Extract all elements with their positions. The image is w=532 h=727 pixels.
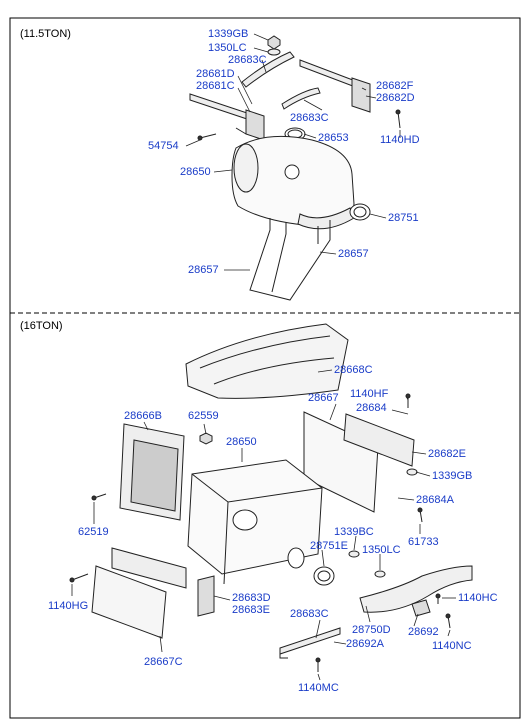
part-label: 1339BC xyxy=(334,526,374,538)
part-label: 1140HC xyxy=(458,592,498,604)
part-label: 1140HF xyxy=(350,388,389,400)
part-label: 1140HD xyxy=(380,134,420,146)
part-label: 28682E xyxy=(428,448,466,460)
part-label: 28684 xyxy=(356,402,387,414)
part-label: 28668C xyxy=(334,364,373,376)
part-label: 1339GB xyxy=(208,28,249,40)
part-label: 1350LC xyxy=(208,42,247,54)
part-label: 28750D xyxy=(352,624,391,636)
part-label: 1140NC xyxy=(432,640,472,652)
part-label: 28657 xyxy=(188,264,219,276)
part-label: 28681D xyxy=(196,68,235,80)
part-label: 62519 xyxy=(78,526,109,538)
part-label: 1140HG xyxy=(48,600,89,612)
part-label: 28683C xyxy=(228,54,267,66)
part-label: 28667C xyxy=(144,656,183,668)
part-label: 61733 xyxy=(408,536,439,548)
part-label: 28681C xyxy=(196,80,235,92)
bottom-assembly xyxy=(69,323,473,672)
part-label: 28666B xyxy=(124,410,162,422)
top-assembly xyxy=(189,35,401,301)
part-label: 28684A xyxy=(416,494,454,506)
part-label: 1339GB xyxy=(432,470,473,482)
part-label: 28692 xyxy=(408,626,439,638)
part-label: 28650 xyxy=(226,436,257,448)
part-label: 28751 xyxy=(388,212,419,224)
part-label: 28683D xyxy=(232,592,271,604)
part-label: 62559 xyxy=(188,410,219,422)
part-label: 28667 xyxy=(308,392,339,404)
part-label: 1350LC xyxy=(362,544,401,556)
part-label: 28683C xyxy=(290,608,329,620)
top-leaders xyxy=(185,33,401,271)
part-label: 28682F xyxy=(376,80,414,92)
part-label: 28657 xyxy=(338,248,369,260)
part-label: 28650 xyxy=(180,166,211,178)
part-label: 28751E xyxy=(310,540,348,552)
frame-border xyxy=(9,17,521,719)
part-label: 28692A xyxy=(346,638,384,650)
part-label: 28682D xyxy=(376,92,415,104)
section-title-11-5ton: (11.5TON) xyxy=(20,28,71,40)
part-label: 28653 xyxy=(318,132,349,144)
part-label: 1140MC xyxy=(298,682,339,694)
section-title-16ton: (16TON) xyxy=(20,320,63,332)
part-label: 28683E xyxy=(232,604,270,616)
part-label: 54754 xyxy=(148,140,179,152)
part-label: 28683C xyxy=(290,112,329,124)
bottom-leaders xyxy=(71,369,456,681)
